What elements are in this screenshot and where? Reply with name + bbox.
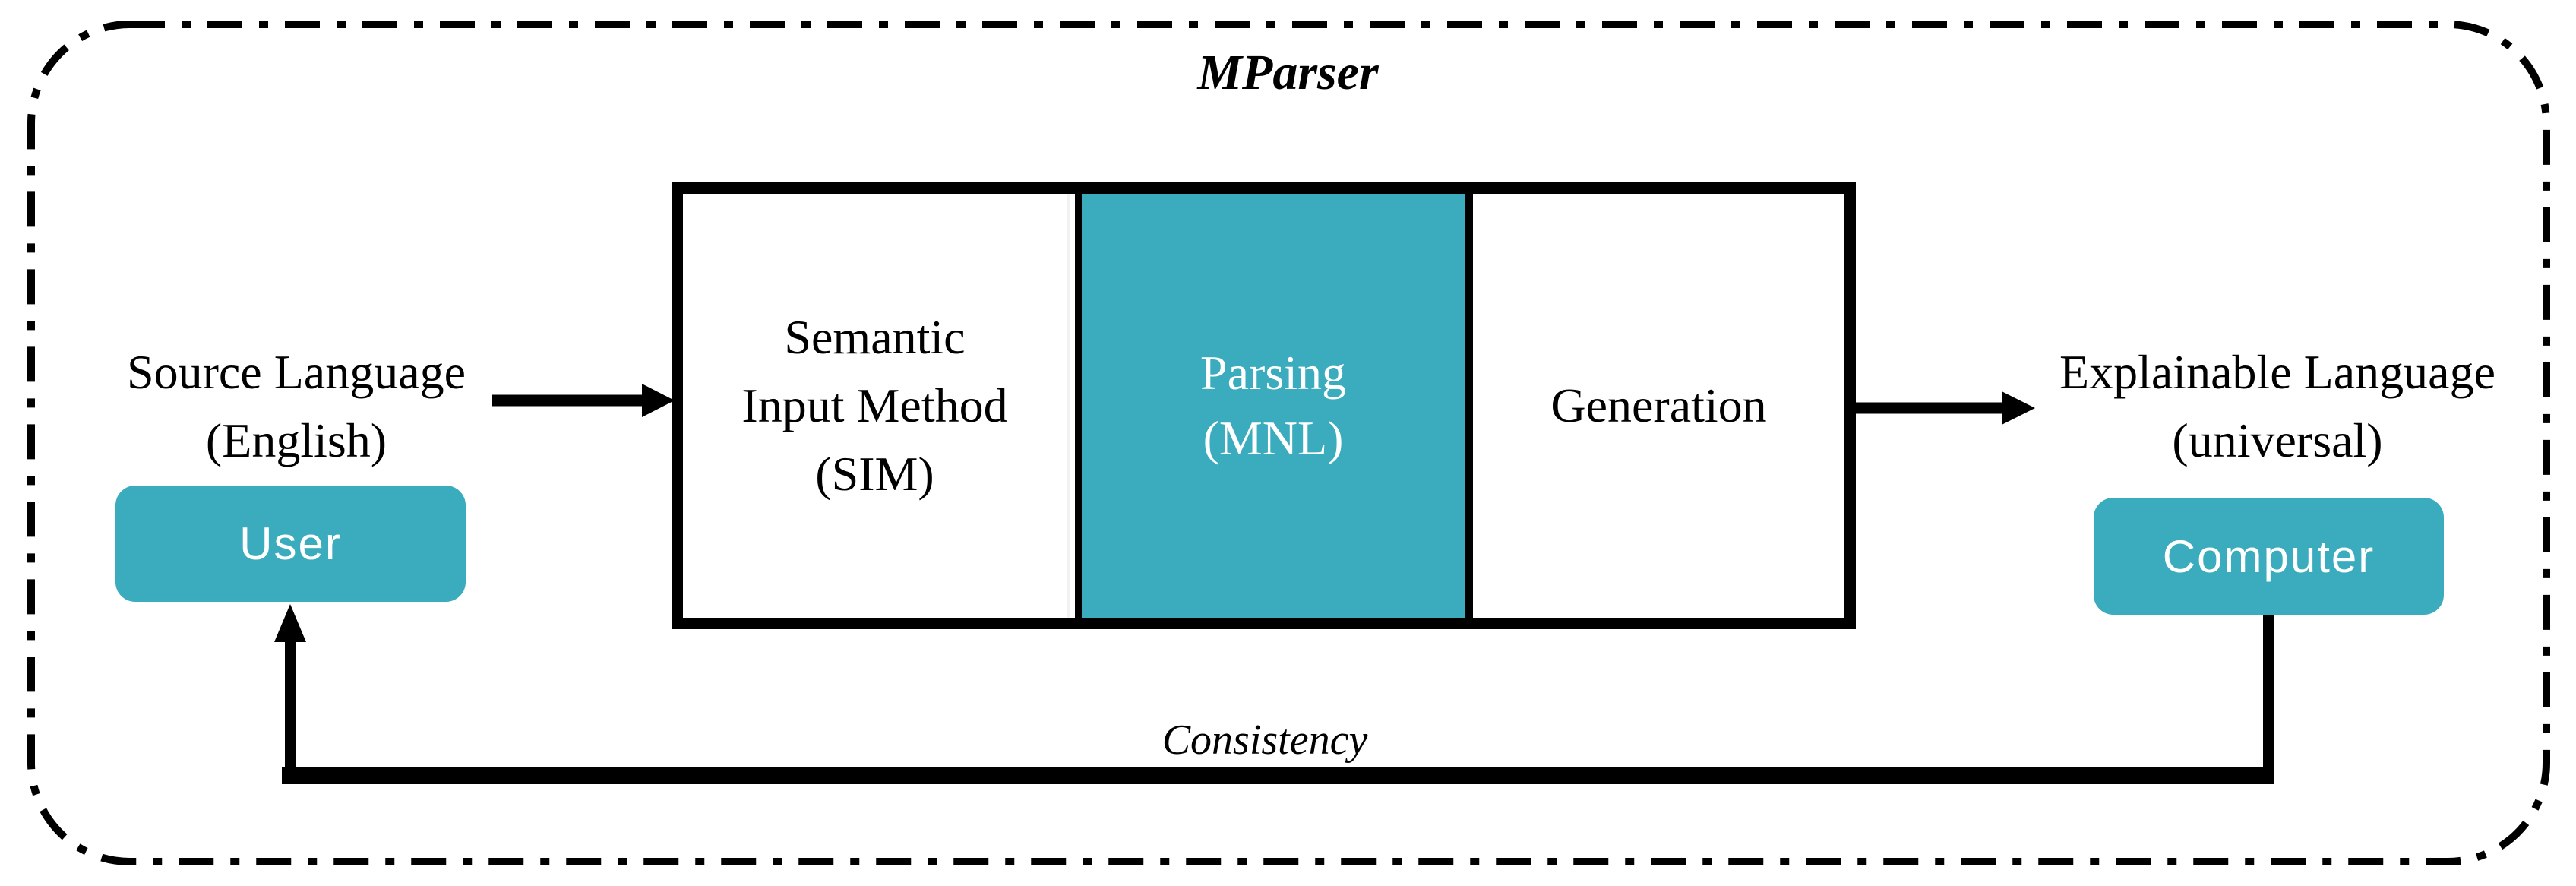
source-language-line2: (English) (205, 413, 387, 467)
explainable-language-label: Explainable Language (universal) (2012, 338, 2543, 475)
sim-label-line2: Input Method (741, 378, 1008, 432)
source-language-line1: Source Language (126, 345, 466, 399)
explainable-language-line2: (universal) (2172, 413, 2383, 467)
sim-box: Semantic Input Method (SIM) (683, 194, 1067, 618)
source-arrow-head-icon (642, 384, 675, 417)
generation-label: Generation (1550, 378, 1767, 432)
explainable-language-line1: Explainable Language (2059, 345, 2495, 399)
outer-dashdot-border (27, 21, 2550, 865)
sim-edge-gap (1070, 194, 1075, 618)
user-node-label: User (239, 518, 342, 569)
sim-label-line3: (SIM) (815, 447, 934, 501)
diagram-title: MParser (1197, 45, 1379, 100)
generation-box: Generation (1473, 194, 1844, 618)
pipeline-box: Semantic Input Method (SIM) Parsing (MNL… (672, 182, 1856, 629)
user-node: User (115, 486, 466, 602)
feedback-arrow-head-icon (274, 604, 306, 642)
sim-edge-sliver (1067, 194, 1070, 618)
computer-node-label: Computer (2162, 530, 2375, 582)
parsing-label-line1: Parsing (1200, 346, 1346, 400)
sim-parsing-divider (1075, 194, 1082, 618)
parsing-generation-divider (1465, 194, 1473, 618)
source-language-label: Source Language (English) (68, 338, 524, 475)
target-arrow-head-icon (2002, 391, 2035, 425)
parsing-label-line2: (MNL) (1203, 411, 1344, 465)
computer-node: Computer (2094, 498, 2444, 615)
sim-label-line1: Semantic (784, 310, 966, 364)
parsing-box: Parsing (MNL) (1082, 194, 1465, 618)
consistency-label: Consistency (1162, 717, 1368, 764)
